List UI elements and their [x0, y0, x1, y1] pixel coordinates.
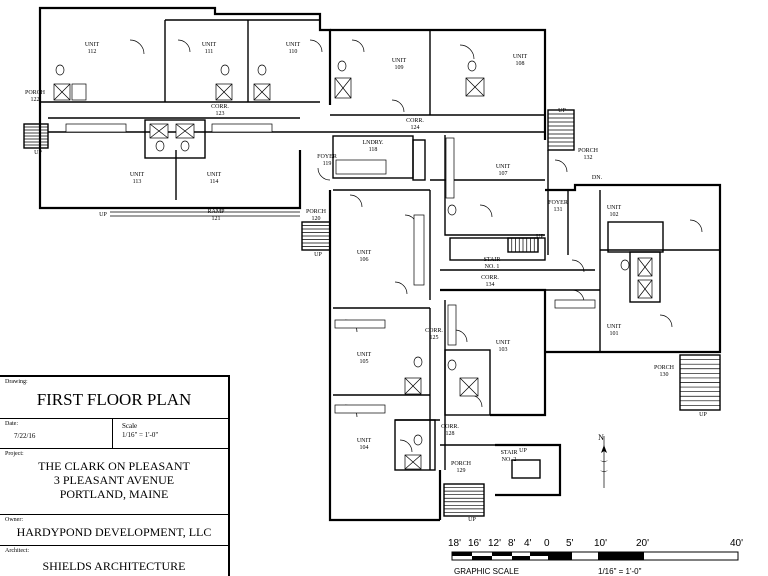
stair-direction-labels: UP UP UP UP UP UP UP UP DN. — [34, 108, 707, 523]
project-label: Project: — [5, 451, 24, 457]
room-label: LNDRY.118 — [362, 140, 384, 153]
date-scale-row: Date: 7/22/16 Scale 1/16" = 1'-0" — [0, 419, 228, 449]
stair-porch-129 — [443, 483, 485, 517]
interior-walls — [40, 19, 720, 479]
scale-tick-label: 12' — [488, 538, 502, 549]
architect-value: SHIELDS ARCHITECTURE — [42, 559, 186, 573]
dn-label: DN. — [592, 175, 603, 181]
room-label: CORR.124 — [406, 118, 424, 131]
owner-row: Owner: HARDYPOND DEVELOPMENT, LLC — [0, 515, 228, 546]
project-city: PORTLAND, MAINE — [59, 487, 169, 501]
up-label: UP — [519, 448, 527, 454]
scale-value: 1/16" = 1'-0" — [122, 431, 159, 439]
scale-tick-label: 10' — [594, 538, 608, 549]
scale-caption-value: 1/16" = 1'-0" — [598, 567, 642, 576]
up-label: UP — [558, 108, 566, 114]
scale-tick-label: 16' — [468, 538, 482, 549]
scale-bar-graphic — [451, 551, 739, 561]
room-label: CORR.128 — [441, 424, 459, 437]
up-label: UP — [699, 412, 707, 418]
up-label: UP — [99, 212, 107, 218]
graphic-scale: 18' 16' 12' 8' 4' 0 5' 10' 20' 40' GRAPH… — [448, 538, 748, 576]
room-label: CORR.134 — [481, 275, 499, 288]
north-arrow: N — [598, 433, 608, 488]
fixtures — [53, 60, 653, 470]
scale-tick-label: 18' — [448, 538, 462, 549]
exterior-stairs — [23, 109, 721, 517]
architect-row: Architect: SHIELDS ARCHITECTURE — [0, 546, 228, 576]
architect-label: Architect: — [5, 548, 29, 554]
drawing-row: Drawing: FIRST FLOOR PLAN — [0, 377, 228, 419]
project-address: 3 PLEASANT AVENUE — [53, 473, 175, 487]
row-divider — [112, 419, 113, 449]
scale-tick-label: 0 — [544, 538, 550, 549]
project-name: THE CLARK ON PLEASANT — [38, 459, 190, 473]
scale-tick-label: 40' — [730, 538, 744, 549]
stair-porch-120 — [301, 221, 331, 251]
north-label: N — [598, 433, 604, 442]
up-label: UP — [314, 252, 322, 258]
drawing-title: FIRST FLOOR PLAN — [36, 390, 192, 409]
title-block: Drawing: FIRST FLOOR PLAN Date: 7/22/16 … — [0, 375, 230, 576]
owner-label: Owner: — [5, 517, 23, 523]
scale-label: Scale — [122, 422, 138, 430]
scale-tick-label: 8' — [508, 538, 516, 549]
stair-outline — [443, 483, 485, 517]
stair-porch-132 — [547, 109, 575, 151]
up-label: UP — [34, 150, 42, 156]
up-label: UP — [468, 517, 476, 523]
owner-value: HARDYPOND DEVELOPMENT, LLC — [16, 525, 212, 539]
room-label: CORR.125 — [425, 328, 443, 341]
stair-porch-122 — [23, 123, 49, 149]
scale-caption: GRAPHIC SCALE — [454, 567, 519, 576]
drawing-label: Drawing: — [5, 379, 28, 385]
scale-tick-label: 5' — [566, 538, 574, 549]
up-label: UP — [536, 234, 544, 240]
date-label: Date: — [5, 421, 18, 427]
scale-tick-label: 4' — [524, 538, 532, 549]
project-row: Project: THE CLARK ON PLEASANT 3 PLEASAN… — [0, 449, 228, 515]
scale-tick-label: 20' — [636, 538, 650, 549]
stair-porch-130 — [679, 354, 721, 411]
room-label: CORR.123 — [211, 104, 229, 117]
date-value: 7/22/16 — [14, 432, 36, 440]
stair-no-1 — [507, 237, 539, 253]
